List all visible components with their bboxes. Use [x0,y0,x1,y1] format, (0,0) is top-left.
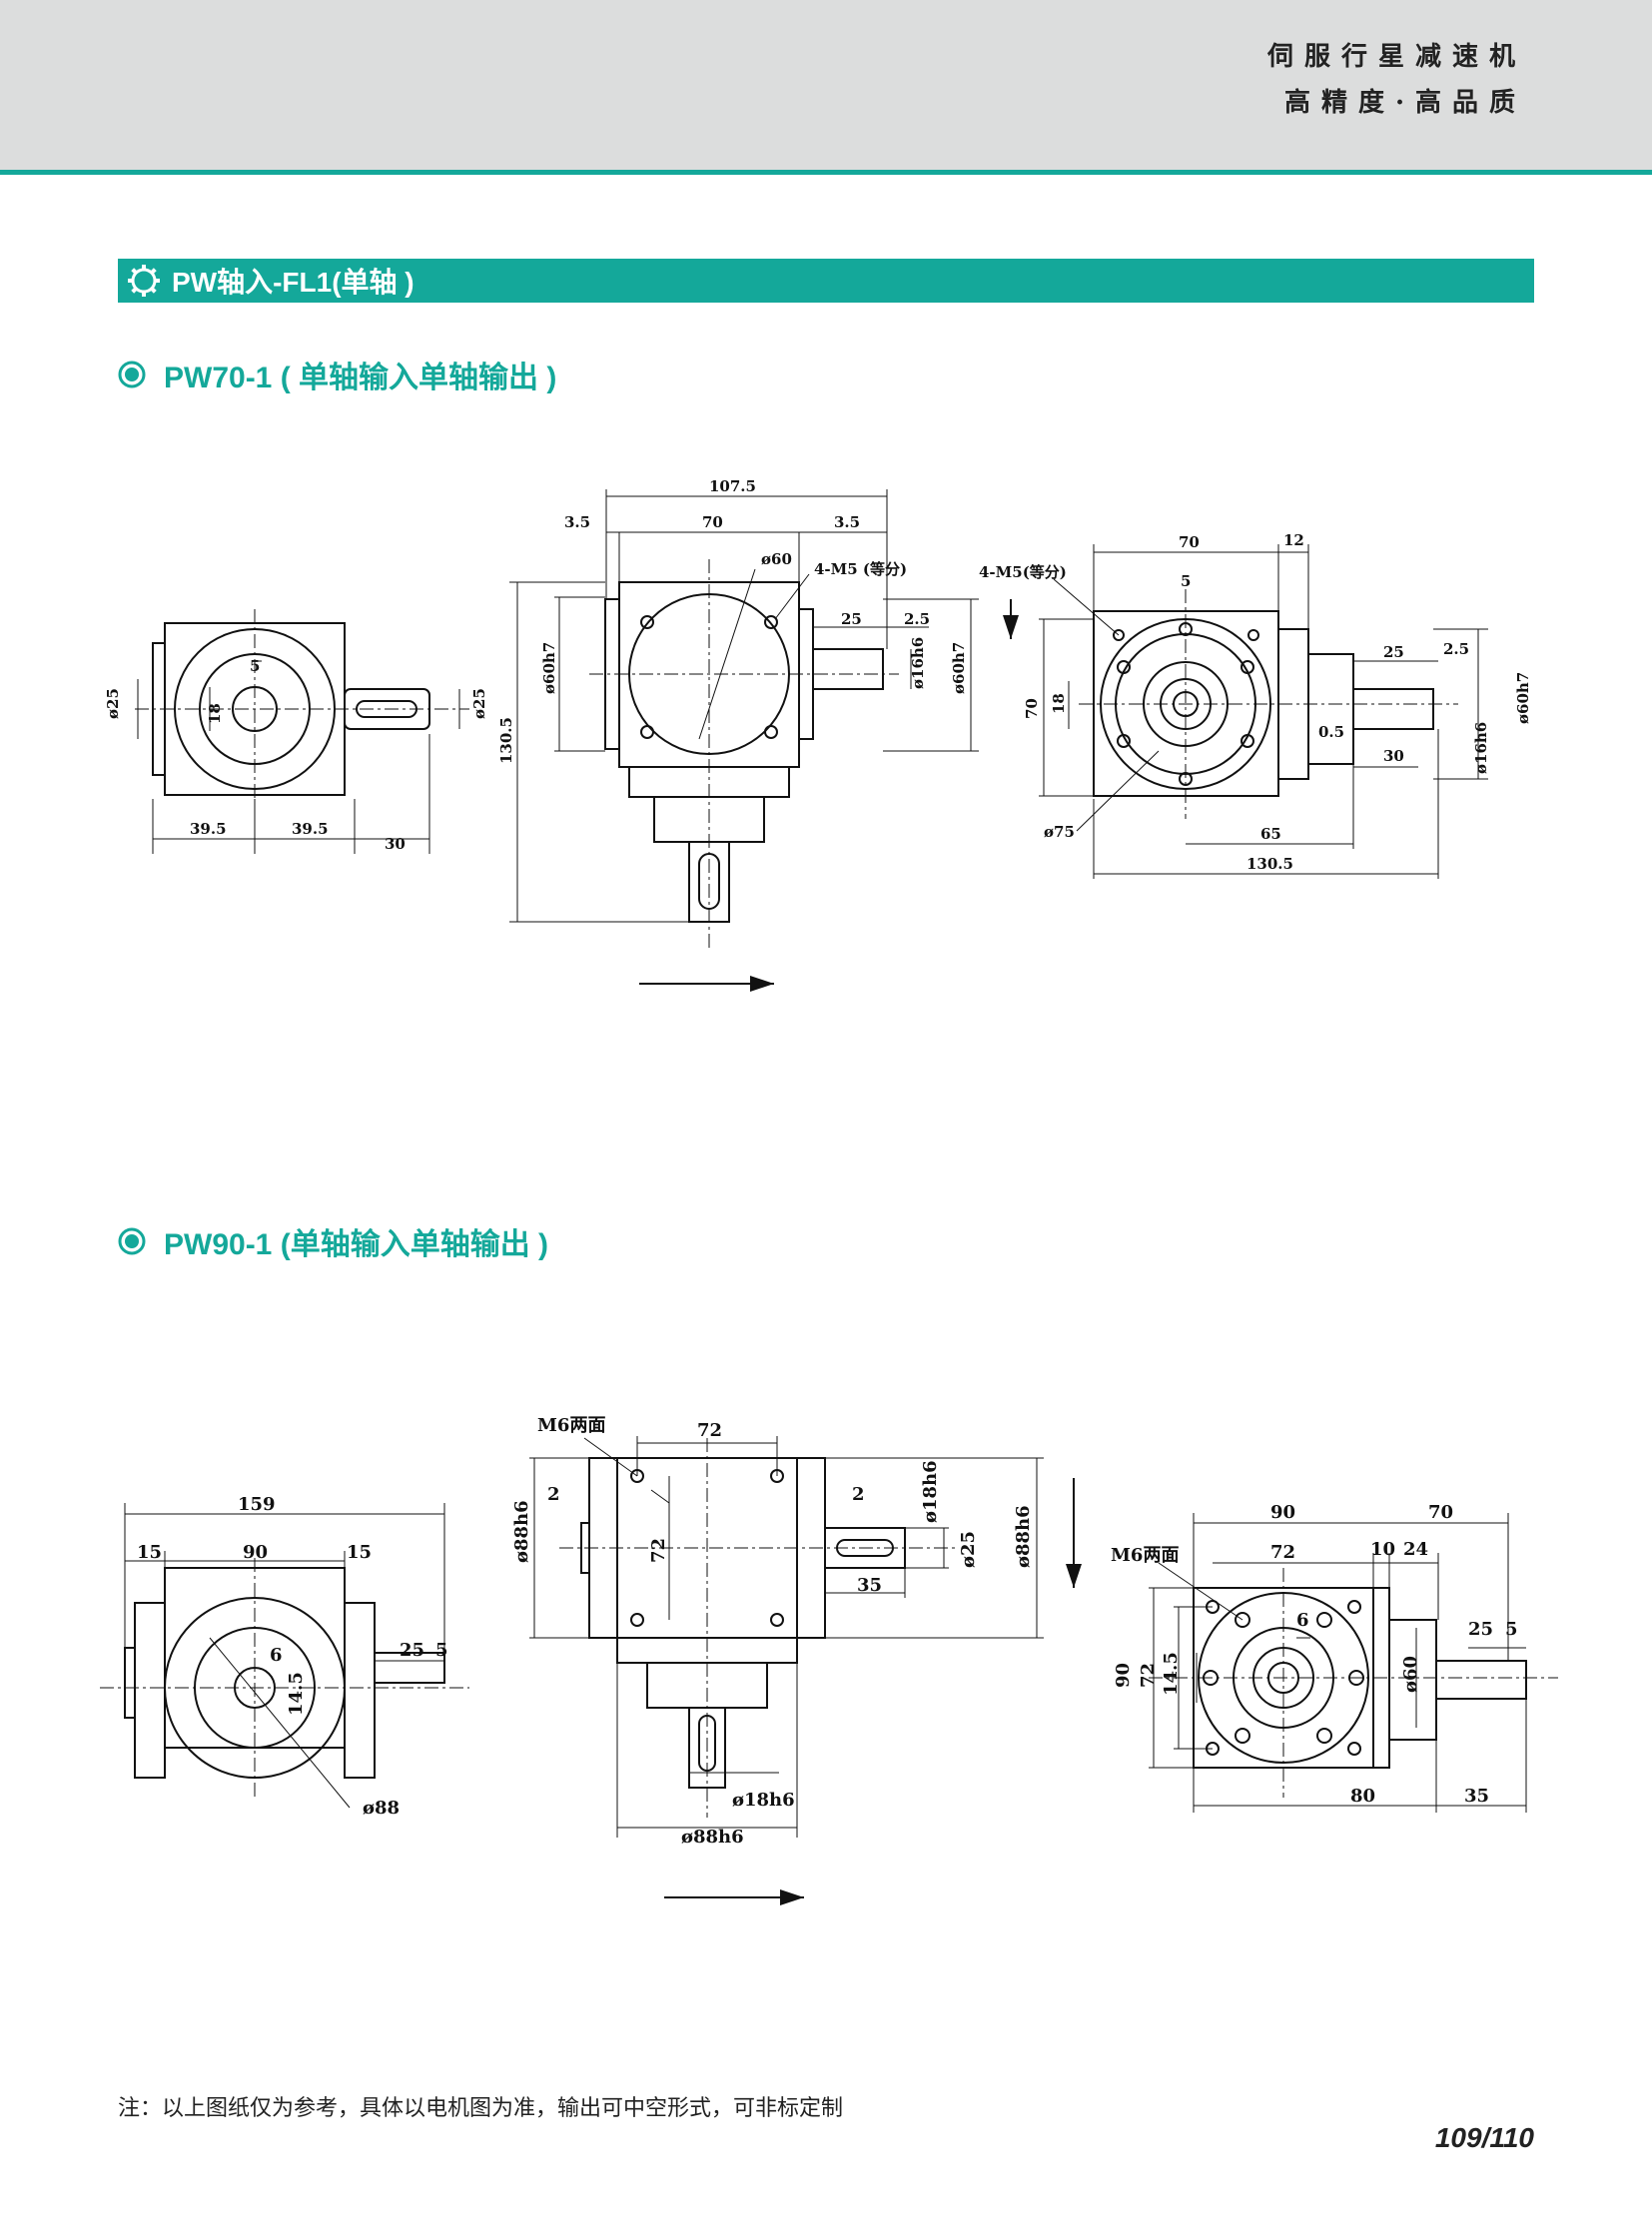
slogan-line-1: 伺服行星减速机 [1266,42,1526,72]
dim-label: 30 [385,835,406,853]
model-title-text: PW90-1 (单轴输入单轴输出 ) [164,1228,549,1261]
model-title-pw70: PW70-1 ( 单轴输入单轴输出 ) [118,353,556,396]
dim-label: ø60h7 [950,642,968,694]
dim-label: 6 [270,1645,283,1666]
dim-label: 0.5 [1318,723,1344,741]
dim-label: 3.5 [834,513,860,531]
dim-label: 2 [547,1484,560,1505]
dim-label: ø88 [363,1798,400,1819]
dim-label: 90 [243,1542,268,1563]
dim-label: 5 [435,1640,448,1661]
dim-label: 2.5 [1443,640,1469,658]
dim-label: 2 [852,1484,865,1505]
dim-label: 25 [1468,1619,1493,1640]
dim-label: M6两面 [537,1415,605,1436]
dim-label: 159 [238,1494,276,1515]
gear-icon [128,265,160,297]
dim-label: ø16h6 [909,637,927,689]
dim-label: 15 [137,1542,162,1563]
radio-bullet-icon [118,1227,146,1255]
pw90-view-front [100,1503,469,1809]
dim-label: 130.5 [497,717,515,764]
dim-label: ø60 [761,550,792,568]
dim-label: 70 [1023,698,1041,719]
dim-label: 18 [1050,693,1068,714]
dim-label: 35 [857,1575,882,1596]
dim-label: 15 [347,1542,372,1563]
dim-label: 14.5 [286,1672,307,1716]
dim-label: 30 [1383,747,1404,765]
pw90-view-flange [1149,1513,1558,1813]
dim-label: 5 [1181,572,1191,590]
dim-label: ø16h6 [1472,722,1490,774]
dim-label: M6两面 [1111,1545,1179,1566]
dim-label: 25 [1383,643,1404,661]
dim-label: 25 [400,1640,424,1661]
dim-label: ø88h6 [511,1500,532,1563]
dim-label: 39.5 [190,820,227,838]
dim-label: ø25 [958,1531,979,1568]
dim-label: ø25 [470,688,488,719]
dim-label: ø60 [1400,1656,1421,1693]
dim-label: 39.5 [292,820,329,838]
dim-label: 90 [1113,1663,1134,1688]
footer-note: 注：以上图纸仅为参考，具体以电机图为准，输出可中空形式，可非标定制 [118,2096,844,2121]
dim-label: ø88h6 [681,1827,744,1848]
dim-label: 18 [206,703,224,724]
model-title-pw90: PW90-1 (单轴输入单轴输出 ) [118,1219,548,1263]
dim-label: 35 [1464,1786,1489,1807]
dim-label: ø60h7 [540,642,558,694]
dim-label: 25 [841,610,862,628]
dim-label: 12 [1283,531,1304,549]
dim-label: 2.5 [904,610,930,628]
dim-label: 5 [1505,1619,1518,1640]
dim-label: ø25 [104,688,122,719]
pw70-view-flange [1003,544,1488,879]
pw70-view-front [135,609,469,854]
pw70-view-side [509,489,979,992]
dim-label: ø75 [1044,823,1075,841]
page-header [0,0,1652,170]
dim-label: 72 [1270,1542,1295,1563]
dim-label: 72 [697,1420,722,1441]
dim-label: 107.5 [709,477,756,495]
dim-label: 5 [250,657,260,675]
dim-label: 70 [1428,1502,1453,1523]
dim-label: 80 [1350,1786,1375,1807]
dim-label: 70 [702,513,723,531]
dim-label: 14.5 [1161,1652,1182,1696]
section-title: PW轴入-FL1(单轴 ) [172,267,414,298]
section-title-bar: PW轴入-FL1(单轴 ) [118,259,1534,303]
model-title-text: PW70-1 ( 单轴输入单轴输出 ) [164,362,557,394]
dim-label: 24 [1403,1539,1428,1560]
dim-label: 70 [1179,533,1200,551]
header-divider [0,170,1652,175]
radio-bullet-icon [118,361,146,388]
dim-label: 90 [1270,1502,1295,1523]
dim-label: 4-M5 (等分) [814,560,907,578]
slogan-line-2: 高精度·高品质 [1283,88,1526,118]
pw90-view-side [529,1436,1082,1905]
dim-label: 72 [648,1538,669,1563]
dim-label: ø18h6 [920,1460,941,1523]
dim-label: 72 [1138,1663,1159,1688]
dim-label: 6 [1296,1610,1309,1631]
dim-label: ø60h7 [1514,672,1532,724]
dim-label: 130.5 [1246,855,1293,873]
dim-label: 3.5 [564,513,590,531]
dim-label: 65 [1260,825,1281,843]
dim-label: 4-M5(等分) [979,563,1067,581]
dim-label: 10 [1370,1539,1395,1560]
page-number: 109/110 [1434,2122,1534,2153]
dim-label: ø18h6 [732,1790,795,1811]
dim-label: ø88h6 [1013,1505,1034,1568]
